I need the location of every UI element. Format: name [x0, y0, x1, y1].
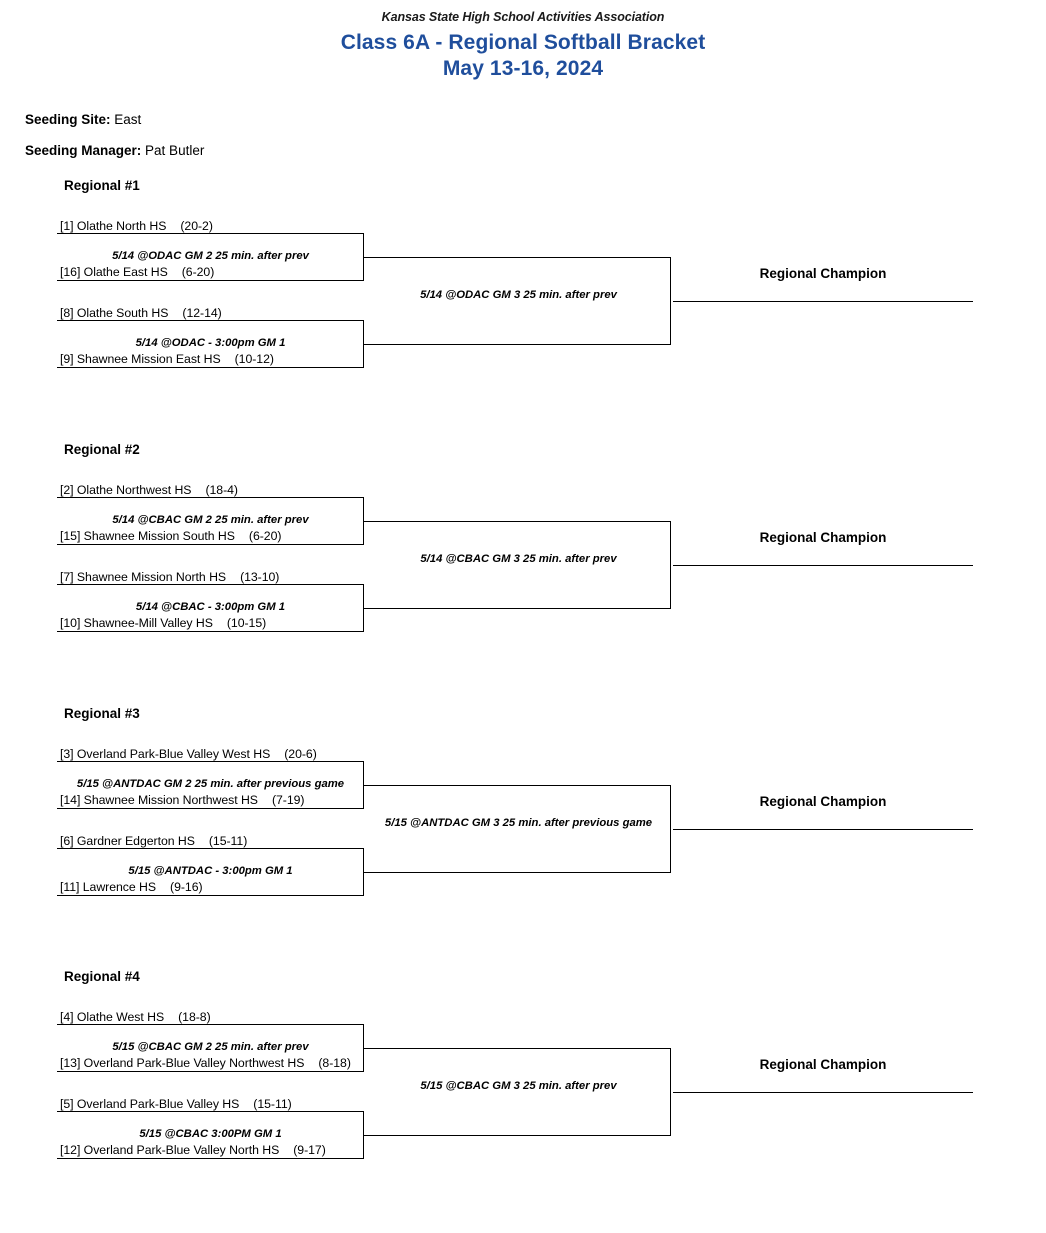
team-record: (12-14): [182, 306, 222, 320]
game-info-round2: 5/15 @ANTDAC GM 3 25 min. after previous…: [384, 817, 653, 829]
team-entry: [2] Olathe Northwest HS (18-4): [60, 483, 238, 497]
team-name: [10] Shawnee-Mill Valley HS: [60, 616, 213, 630]
team-entry: [11] Lawrence HS (9-16): [60, 880, 203, 894]
game-box-round1-upper: [57, 497, 364, 545]
game-box-round2: [366, 257, 671, 345]
game-box-round1-lower: [57, 848, 364, 896]
team-record: (9-17): [293, 1143, 326, 1157]
team-record: (10-15): [226, 616, 267, 630]
team-record: (10-12): [234, 352, 274, 366]
regional-bracket-3: Regional #3 [3] Overland Park-Blue Valle…: [0, 706, 1046, 970]
team-record: (18-8): [178, 1010, 211, 1024]
game-info-round1-lower: 5/14 @CBAC - 3:00pm GM 1: [135, 601, 286, 613]
game-info-round1-upper: 5/14 @CBAC GM 2 25 min. after prev: [112, 514, 309, 526]
team-name: [4] Olathe West HS: [60, 1010, 165, 1024]
team-name: [2] Olathe Northwest HS: [60, 483, 192, 497]
game-info-round1-upper: 5/15 @ANTDAC GM 2 25 min. after previous…: [76, 778, 345, 790]
game-box-round1-lower: [57, 320, 364, 368]
page-header: Kansas State High School Activities Asso…: [0, 0, 1046, 81]
game-box-round2: [366, 521, 671, 609]
regional-champion-line: [673, 1092, 973, 1093]
team-record: (18-4): [205, 483, 238, 497]
team-entry: [5] Overland Park-Blue Valley HS (15-11): [60, 1097, 292, 1111]
team-entry: [3] Overland Park-Blue Valley West HS (20…: [60, 747, 317, 761]
team-record: (20-2): [180, 219, 213, 233]
seeding-site: Seeding Site: East: [25, 112, 141, 127]
game-info-round2: 5/14 @CBAC GM 3 25 min. after prev: [420, 553, 617, 565]
team-name: [7] Shawnee Mission North HS: [60, 570, 227, 584]
seeding-manager-value: Pat Butler: [145, 143, 205, 158]
team-record: (15-11): [208, 834, 248, 848]
team-name: [15] Shawnee Mission South HS: [60, 529, 235, 543]
team-name: [1] Olathe North HS: [60, 219, 167, 233]
bracket-dates: May 13-16, 2024: [442, 57, 604, 80]
team-name: [8] Olathe South HS: [60, 306, 169, 320]
game-info-round1-lower: 5/14 @ODAC - 3:00pm GM 1: [135, 337, 286, 349]
regional-bracket-1: Regional #1 [1] Olathe North HS (20-2) [1…: [0, 178, 1046, 442]
regional-champion-label: Regional Champion: [759, 530, 887, 545]
game-box-round1-lower: [57, 584, 364, 632]
association-name: Kansas State High School Activities Asso…: [381, 10, 665, 24]
team-name: [5] Overland Park-Blue Valley HS: [60, 1097, 240, 1111]
team-name: [6] Gardner Edgerton HS: [60, 834, 195, 848]
regional-champion-label: Regional Champion: [759, 266, 887, 281]
team-record: (8-18): [318, 1056, 351, 1070]
regional-heading: Regional #1: [64, 178, 140, 193]
team-entry: [6] Gardner Edgerton HS (15-11): [60, 834, 247, 848]
team-entry: [14] Shawnee Mission Northwest HS (7-19): [60, 793, 305, 807]
team-record: (20-6): [284, 747, 317, 761]
regional-heading: Regional #2: [64, 442, 140, 457]
game-box-round1-lower: [57, 1111, 364, 1159]
team-record: (15-11): [253, 1097, 292, 1111]
regional-champion-line: [673, 829, 973, 830]
team-entry: [9] Shawnee Mission East HS (10-12): [60, 352, 274, 366]
game-info-round2: 5/15 @CBAC GM 3 25 min. after prev: [420, 1080, 617, 1092]
team-name: [11] Lawrence HS: [60, 880, 157, 894]
regional-bracket-4: Regional #4 [4] Olathe West HS (18-8) [13…: [0, 969, 1046, 1233]
team-record: (6-20): [181, 265, 215, 279]
team-record: (13-10): [240, 570, 280, 584]
team-name: [13] Overland Park-Blue Valley Northwest…: [60, 1056, 305, 1070]
game-info-round1-lower: 5/15 @CBAC 3:00PM GM 1: [139, 1128, 282, 1140]
team-entry: [1] Olathe North HS (20-2): [60, 219, 213, 233]
regional-champion-label: Regional Champion: [759, 794, 887, 809]
seeding-site-value: East: [114, 112, 142, 127]
game-info-round1-lower: 5/15 @ANTDAC - 3:00pm GM 1: [128, 865, 293, 877]
seeding-site-label: Seeding Site:: [25, 112, 111, 127]
regional-bracket-2: Regional #2 [2] Olathe Northwest HS (18-4…: [0, 442, 1046, 706]
team-entry: [7] Shawnee Mission North HS (13-10): [60, 570, 279, 584]
team-record: (9-16): [170, 880, 203, 894]
team-entry: [8] Olathe South HS (12-14): [60, 306, 222, 320]
regional-champion-line: [673, 301, 973, 302]
team-name: [16] Olathe East HS: [60, 265, 168, 279]
team-entry: [16] Olathe East HS (6-20): [60, 265, 214, 279]
game-box-round2: [366, 1048, 671, 1136]
seeding-manager: Seeding Manager: Pat Butler: [25, 143, 204, 158]
game-info-round1-upper: 5/15 @CBAC GM 2 25 min. after prev: [112, 1041, 309, 1053]
seeding-manager-label: Seeding Manager:: [25, 143, 142, 158]
team-entry: [12] Overland Park-Blue Valley North HS (…: [60, 1143, 326, 1157]
team-record: (6-20): [248, 529, 282, 543]
regional-champion-label: Regional Champion: [759, 1057, 887, 1072]
game-info-round2: 5/14 @ODAC GM 3 25 min. after prev: [420, 289, 617, 301]
team-name: [3] Overland Park-Blue Valley West HS: [60, 747, 271, 761]
game-box-round1-upper: [57, 1024, 364, 1072]
game-box-round1-upper: [57, 761, 364, 809]
team-name: [14] Shawnee Mission Northwest HS: [60, 793, 258, 807]
team-entry: [4] Olathe West HS (18-8): [60, 1010, 211, 1024]
regional-heading: Regional #4: [64, 969, 140, 984]
page-title: Class 6A - Regional Softball Bracket: [340, 31, 706, 54]
team-entry: [15] Shawnee Mission South HS (6-20): [60, 529, 281, 543]
team-record: (7-19): [271, 793, 305, 807]
regional-heading: Regional #3: [64, 706, 140, 721]
team-entry: [10] Shawnee-Mill Valley HS (10-15): [60, 616, 266, 630]
team-name: [12] Overland Park-Blue Valley North HS: [60, 1143, 280, 1157]
game-info-round1-upper: 5/14 @ODAC GM 2 25 min. after prev: [112, 250, 309, 262]
team-entry: [13] Overland Park-Blue Valley Northwest…: [60, 1056, 351, 1070]
game-box-round2: [366, 785, 671, 873]
game-box-round1-upper: [57, 233, 364, 281]
team-name: [9] Shawnee Mission East HS: [60, 352, 221, 366]
regional-champion-line: [673, 565, 973, 566]
